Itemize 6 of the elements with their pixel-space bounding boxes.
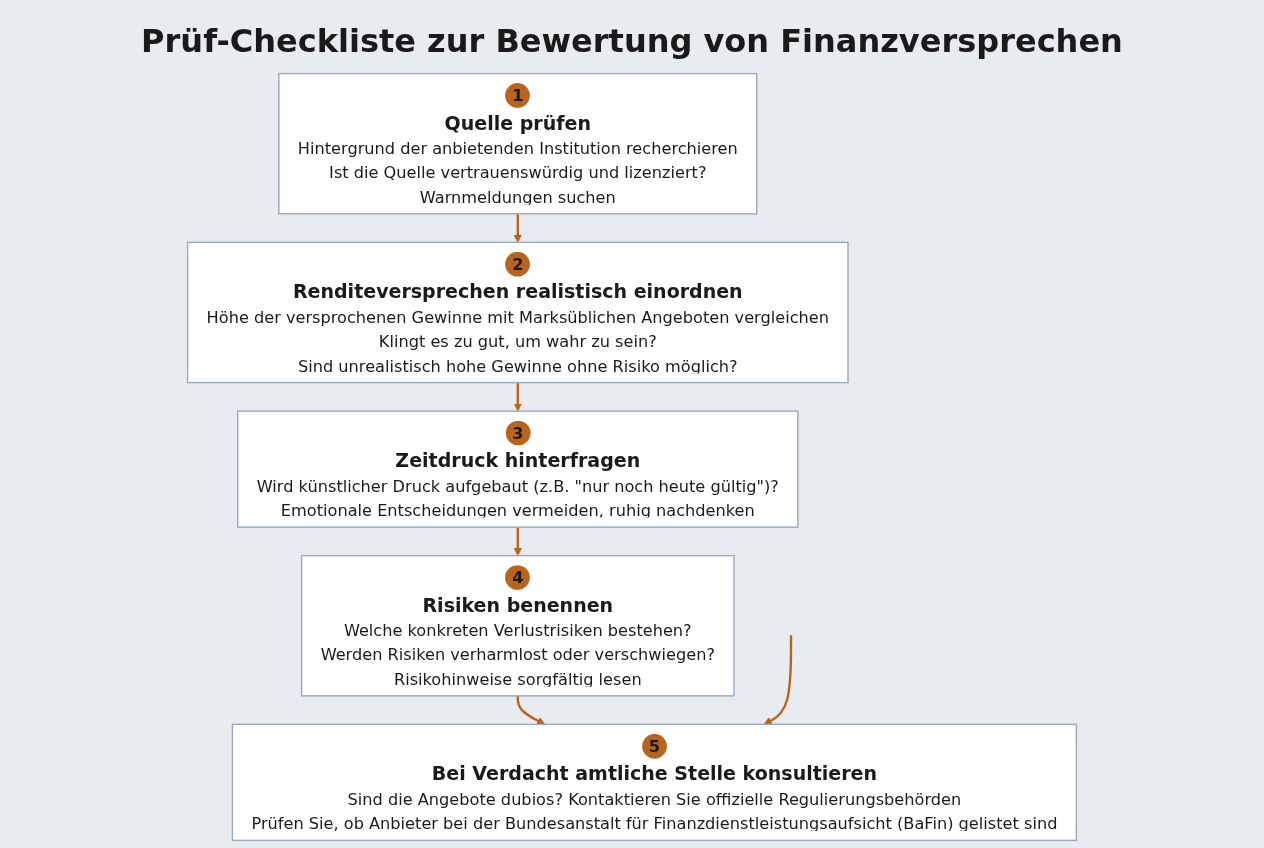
arrow: [513, 527, 522, 556]
arrow: [513, 382, 522, 412]
diagram-title: Prüf-Checkliste zur Bewertung von Finanzversprechen: [141, 22, 1123, 60]
arrow: [763, 635, 793, 725]
arrow: [513, 213, 522, 243]
arrow: [516, 695, 546, 725]
